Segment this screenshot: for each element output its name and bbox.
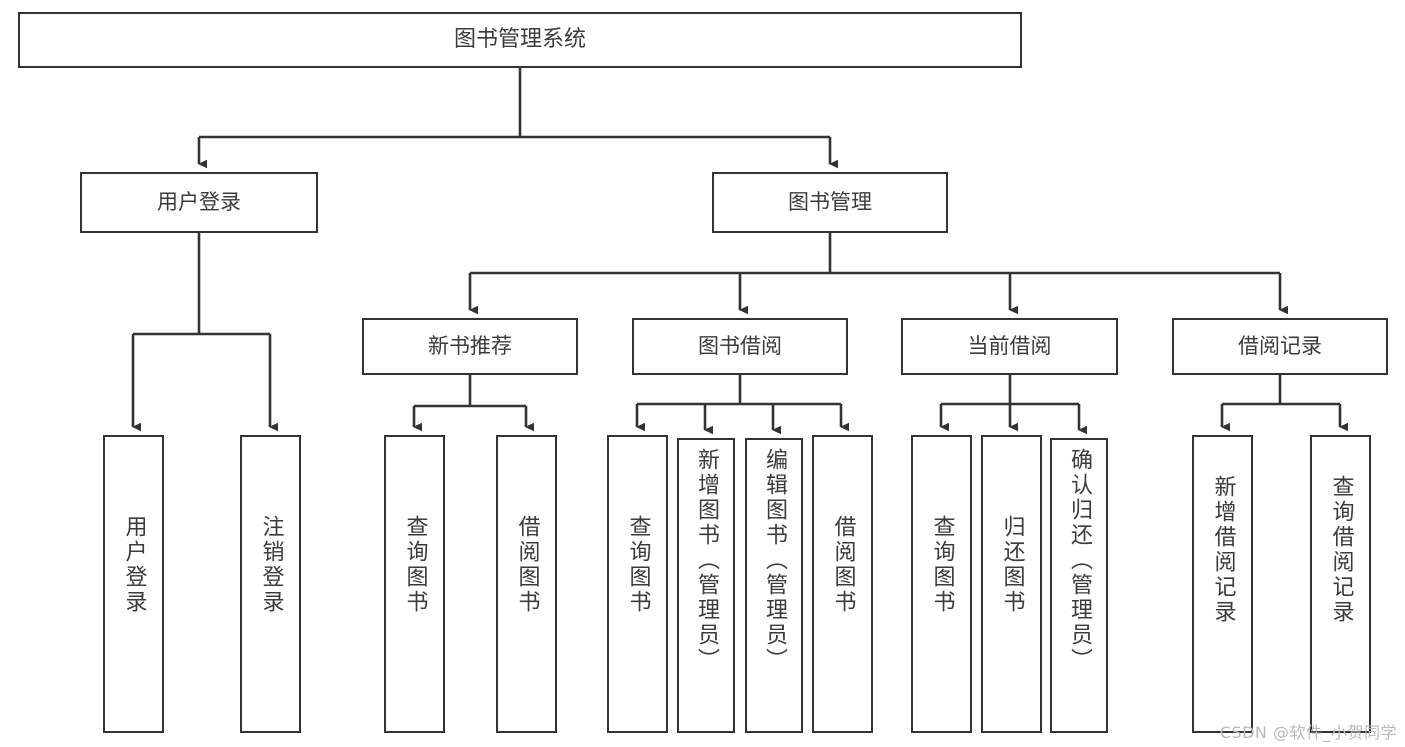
leaf-borrow-query-books[interactable]: 查询图书 (607, 435, 668, 733)
node-root-book-management-system[interactable]: 图书管理系统 (18, 12, 1022, 68)
node-label: 当前借阅 (967, 334, 1052, 359)
leaf-record-add-borrow-record[interactable]: 新增借阅记录 (1192, 435, 1253, 733)
csdn-watermark: CSDN @软件_小贺同学 (1219, 723, 1397, 742)
node-label: 用户登录 (157, 190, 241, 215)
node-new-book-recommendation[interactable]: 新书推荐 (362, 318, 578, 375)
node-label: 查询图书 (929, 515, 955, 615)
node-label: 查询借阅记录 (1328, 475, 1354, 625)
leaf-user-login-logout[interactable]: 注销登录 (240, 435, 301, 733)
node-book-borrowing[interactable]: 图书借阅 (632, 318, 848, 375)
node-label: 新增图书（管理员） (694, 448, 719, 673)
node-label: 注销登录 (258, 515, 284, 615)
leaf-current-query-books[interactable]: 查询图书 (911, 435, 972, 733)
leaf-current-return-books[interactable]: 归还图书 (981, 435, 1042, 733)
node-label: 查询图书 (625, 515, 651, 615)
node-label: 图书管理系统 (453, 27, 586, 53)
node-user-login[interactable]: 用户登录 (80, 172, 318, 233)
node-label: 确认归还（管理员） (1067, 448, 1092, 673)
leaf-new-book-query-books[interactable]: 查询图书 (384, 435, 445, 733)
leaf-borrow-edit-book-admin[interactable]: 编辑图书（管理员） (745, 438, 803, 733)
node-label: 新增借阅记录 (1210, 475, 1236, 625)
leaf-user-login-login[interactable]: 用户登录 (103, 435, 164, 733)
leaf-current-confirm-return-admin[interactable]: 确认归还（管理员） (1050, 438, 1108, 733)
node-borrowing-records[interactable]: 借阅记录 (1172, 318, 1388, 375)
leaf-borrow-add-book-admin[interactable]: 新增图书（管理员） (677, 438, 735, 733)
node-label: 借阅图书 (514, 515, 540, 615)
node-label: 编辑图书（管理员） (762, 448, 787, 673)
node-current-borrowing[interactable]: 当前借阅 (901, 318, 1118, 375)
node-label: 用户登录 (121, 515, 147, 615)
leaf-record-query-borrow-record[interactable]: 查询借阅记录 (1310, 435, 1371, 733)
leaf-borrow-borrow-books[interactable]: 借阅图书 (812, 435, 873, 733)
node-label: 图书管理 (788, 190, 872, 215)
node-label: 图书借阅 (698, 334, 782, 359)
node-book-management[interactable]: 图书管理 (712, 172, 948, 233)
node-label: 借阅记录 (1238, 334, 1322, 359)
node-label: 归还图书 (999, 515, 1025, 615)
node-label: 查询图书 (402, 515, 428, 615)
node-label: 借阅图书 (830, 515, 856, 615)
leaf-new-book-borrow-books[interactable]: 借阅图书 (496, 435, 557, 733)
node-label: 新书推荐 (428, 334, 512, 359)
